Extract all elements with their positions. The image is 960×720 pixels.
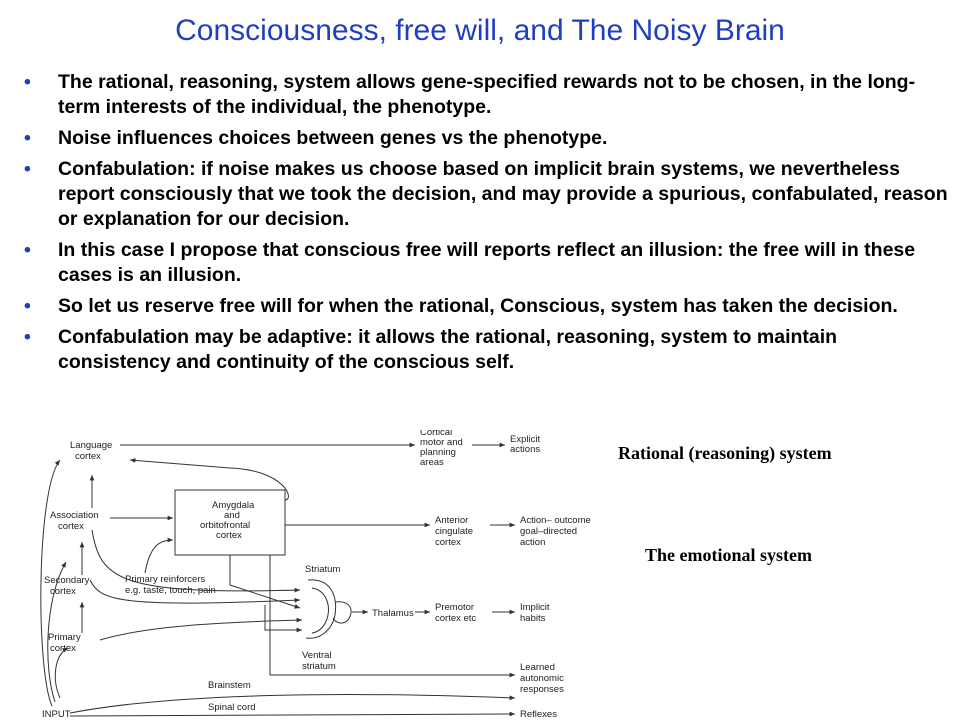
bullet-marker: • <box>24 127 31 149</box>
thalamus-label: Thalamus <box>372 608 414 619</box>
slide-title: Consciousness, free will, and The Noisy … <box>175 14 785 47</box>
bullet-item: • So let us reserve free will for when th… <box>22 294 952 319</box>
bullet-text: Noise influences choices between genes v… <box>58 127 608 149</box>
striatum-shape <box>305 579 337 639</box>
bullet-marker: • <box>24 326 31 348</box>
bullet-text: So let us reserve free will for when the… <box>58 295 898 317</box>
bullet-list: • The rational, reasoning, system allows … <box>22 70 952 381</box>
bullet-marker: • <box>24 158 31 180</box>
brainstem-label: Brainstem <box>208 680 251 691</box>
bullet-item: • Confabulation: if noise makes us choose… <box>22 157 952 232</box>
input-label: INPUT <box>42 709 71 720</box>
rational-system-label: Rational (reasoning) system <box>618 443 832 463</box>
striatum-label: Striatum <box>305 564 340 575</box>
spinal-cord-label: Spinal cord <box>208 702 256 713</box>
bullet-item: • The rational, reasoning, system allows … <box>22 70 952 120</box>
bullet-marker: • <box>24 239 31 261</box>
emotional-system-label: The emotional system <box>645 545 812 565</box>
reflexes-label: Reflexes <box>520 709 557 720</box>
bullet-text: In this case I propose that conscious fr… <box>58 239 916 286</box>
bullet-text: The rational, reasoning, system allows g… <box>58 71 916 118</box>
bullet-item: • In this case I propose that conscious f… <box>22 238 952 288</box>
bullet-item: • Confabulation may be adaptive: it allow… <box>22 325 952 375</box>
bullet-item: • Noise influences choices between genes … <box>22 126 952 151</box>
bullet-marker: • <box>24 295 31 317</box>
bullet-text: Confabulation may be adaptive: it allows… <box>58 326 838 373</box>
amygdala-box <box>174 489 286 556</box>
bullet-text: Confabulation: if noise makes us choose … <box>58 158 948 230</box>
bullet-marker: • <box>24 71 31 93</box>
